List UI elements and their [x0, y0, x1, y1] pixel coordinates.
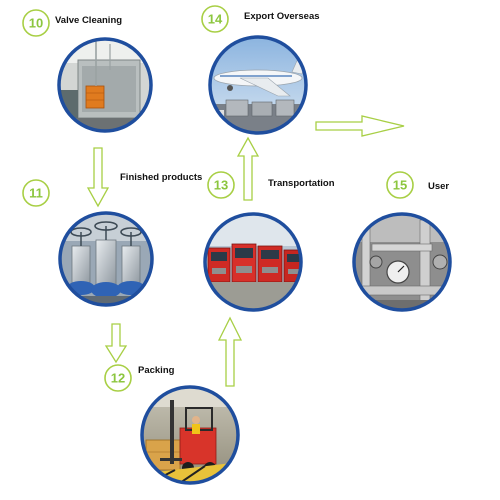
arrow-13-to-14 — [236, 136, 260, 201]
step-13-number-badge — [207, 171, 235, 199]
step-10-photo-frame — [57, 37, 153, 133]
step-10: 10 Valve Cleaning — [22, 9, 153, 133]
step-12-photo-frame — [140, 385, 240, 485]
step-15: 15 User — [352, 171, 452, 312]
arrow-11-to-12 — [104, 323, 128, 364]
step-11-photo-frame — [58, 211, 154, 307]
arrow-14-to-15 — [315, 115, 405, 137]
step-12-number-badge — [104, 364, 132, 392]
step-14-label: Export Overseas — [244, 11, 320, 22]
step-14-photo-frame — [208, 35, 308, 135]
step-15-label: User — [428, 181, 449, 192]
step-11-number: 11 — [29, 186, 43, 201]
step-10-label: Valve Cleaning — [55, 15, 122, 26]
step-13-number: 13 — [214, 178, 228, 193]
step-13: 13 Transportation — [203, 171, 335, 312]
step-15-number-badge — [386, 171, 414, 199]
step-10-number-badge — [22, 9, 50, 37]
step-14-number: 14 — [208, 12, 223, 27]
step-15-photo-frame — [352, 212, 452, 312]
step-12-number: 12 — [111, 371, 125, 386]
step-13-photo-frame — [203, 212, 303, 312]
step-11-number-badge — [22, 179, 50, 207]
arrow-10-to-11 — [86, 147, 110, 208]
step-12: 12 Packing — [104, 364, 240, 485]
step-11: 11 Finished products — [22, 172, 202, 307]
step-14-number-badge — [201, 5, 229, 33]
step-14: 14 Export Overseas — [201, 5, 320, 135]
step-15-number: 15 — [393, 178, 407, 193]
step-13-label: Transportation — [268, 178, 335, 189]
step-11-label: Finished products — [120, 172, 202, 183]
step-12-label: Packing — [138, 365, 175, 376]
cleaning-tank-photo — [59, 39, 151, 131]
arrow-12-to-13 — [217, 316, 243, 387]
step-10-number: 10 — [29, 16, 43, 31]
